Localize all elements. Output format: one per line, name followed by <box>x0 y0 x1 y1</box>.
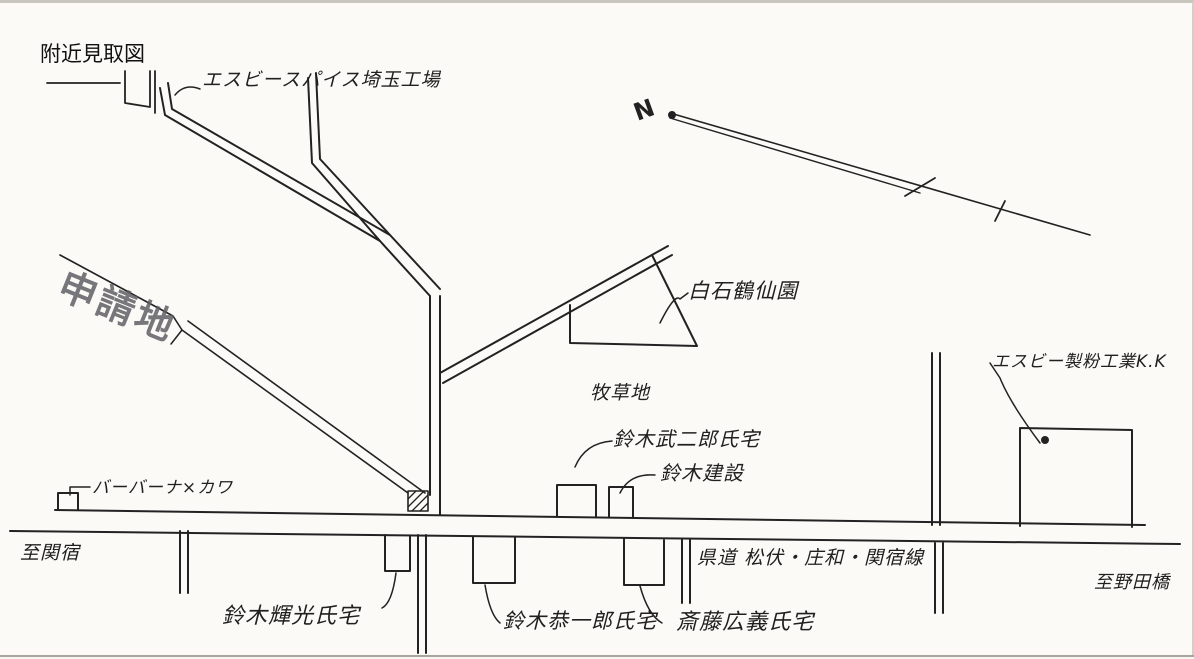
north-road <box>159 72 441 516</box>
title-bracket <box>46 70 156 114</box>
suzuki-ichiro-label: 鈴木恭一郎氏宅 <box>503 609 657 633</box>
leader-lines <box>69 86 1041 624</box>
side-road-stubs <box>179 530 944 654</box>
bottom-border <box>0 655 1194 657</box>
to-noda-bridge-label: 至野田橋 <box>1094 572 1170 593</box>
to-sekiyado-label: 至関宿 <box>20 542 81 564</box>
saito-house <box>623 538 665 586</box>
sb-seifun-building <box>1019 427 1133 528</box>
barber-label: バーバーナ×カワ <box>92 478 234 498</box>
suzuki-kensetsu-building <box>608 486 634 519</box>
sb-seifun-label: エスビー製粉工業K.K <box>992 352 1167 372</box>
north-arrow <box>668 111 1091 236</box>
road-to-shiraishi <box>439 245 673 384</box>
suzuki-takeji-label: 鈴木武二郎氏宅 <box>613 427 760 451</box>
map-drawing <box>9 70 1181 654</box>
suzuki-takeji-house <box>556 484 597 518</box>
barber-building <box>57 492 79 511</box>
suzuki-kensetsu-label: 鈴木建設 <box>660 461 744 485</box>
application-site-marker <box>59 254 429 512</box>
suzuki-teruo-label: 鈴木輝光氏宅 <box>222 604 361 629</box>
prefectural-road <box>9 509 1181 545</box>
right-road <box>931 352 941 526</box>
pasture-label: 牧草地 <box>590 382 651 404</box>
sb-spice-label: エスビースパイス埼玉工場 <box>202 69 441 91</box>
sb-seifun-dot <box>1041 436 1049 444</box>
prefectural-road-label: 県道 松伏・庄和・関宿線 <box>697 547 925 569</box>
suzuki-ichiro-house <box>472 536 516 584</box>
shiraishi-label: 白石鶴仙園 <box>688 279 798 303</box>
saito-label: 斎藤広義氏宅 <box>676 610 815 635</box>
map-title: 附近見取図 <box>40 42 145 66</box>
suzuki-teruo-house <box>384 534 411 572</box>
